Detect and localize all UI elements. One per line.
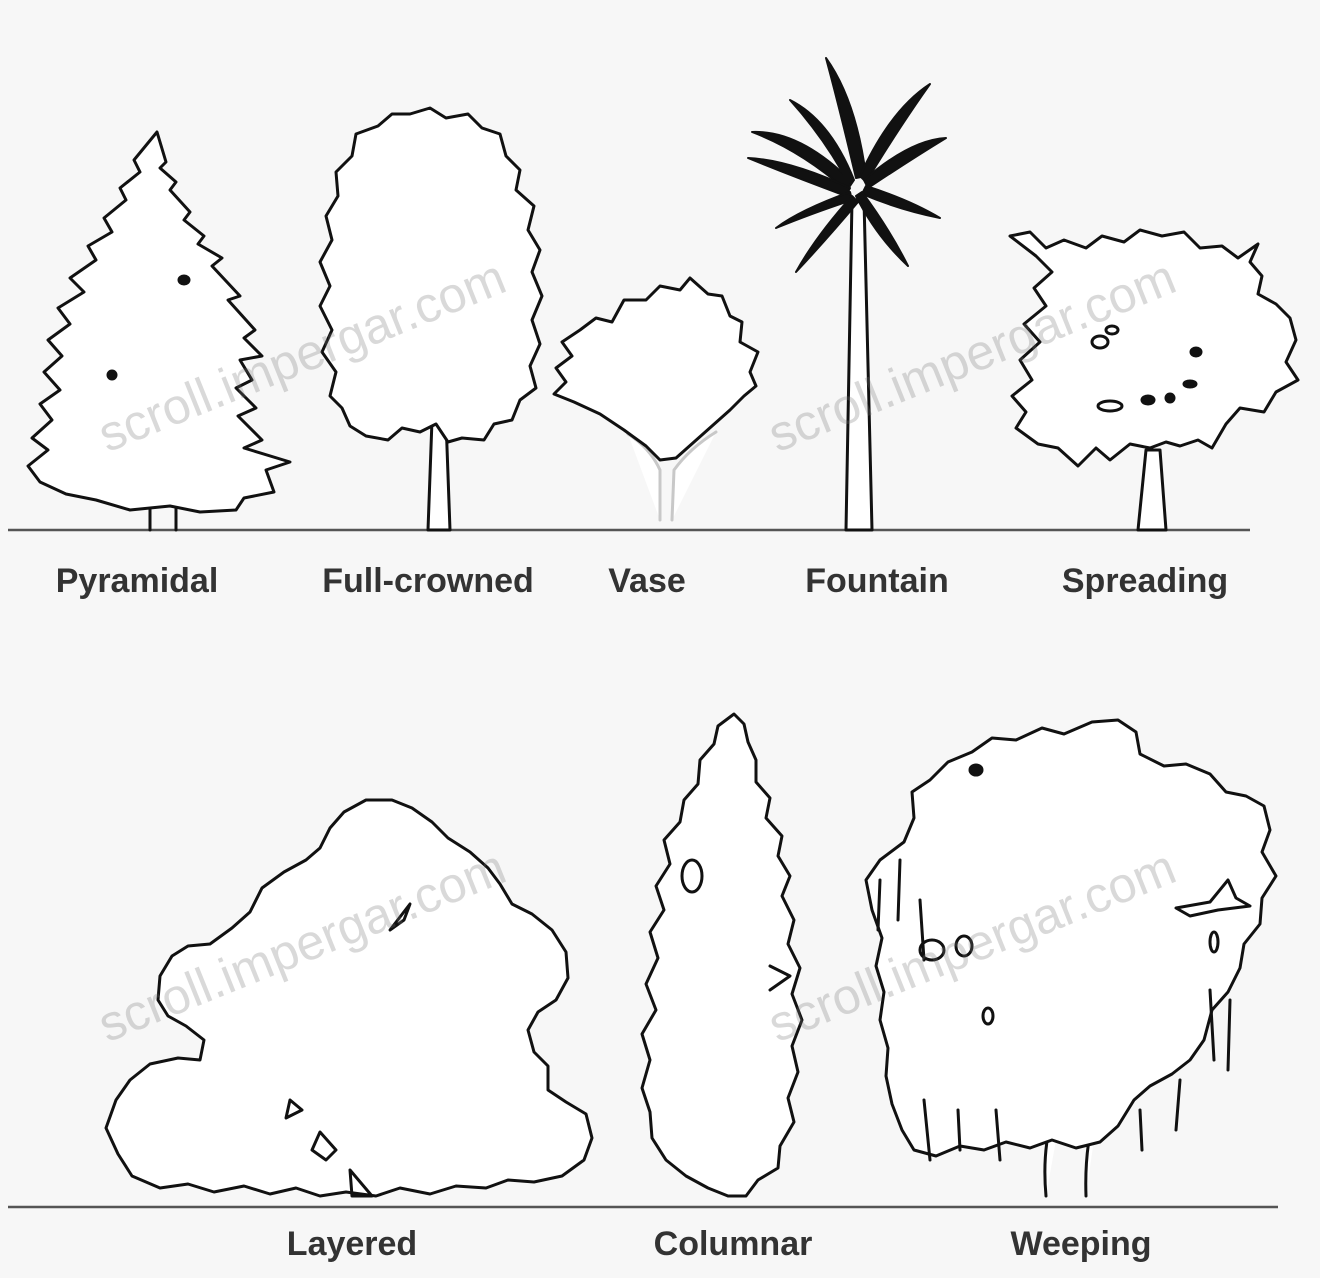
pyramidal-tree — [28, 132, 290, 530]
vase-tree — [554, 278, 758, 520]
label-vase: Vase — [608, 562, 686, 601]
label-layered: Layered — [287, 1225, 417, 1264]
label-columnar: Columnar — [654, 1225, 813, 1264]
label-spreading: Spreading — [1062, 562, 1228, 601]
fountain-tree — [748, 58, 946, 530]
label-weeping: Weeping — [1010, 1225, 1151, 1264]
label-fountain: Fountain — [805, 562, 949, 601]
label-full-crowned: Full-crowned — [322, 562, 534, 601]
columnar-tree — [642, 714, 802, 1196]
label-pyramidal: Pyramidal — [56, 562, 219, 601]
